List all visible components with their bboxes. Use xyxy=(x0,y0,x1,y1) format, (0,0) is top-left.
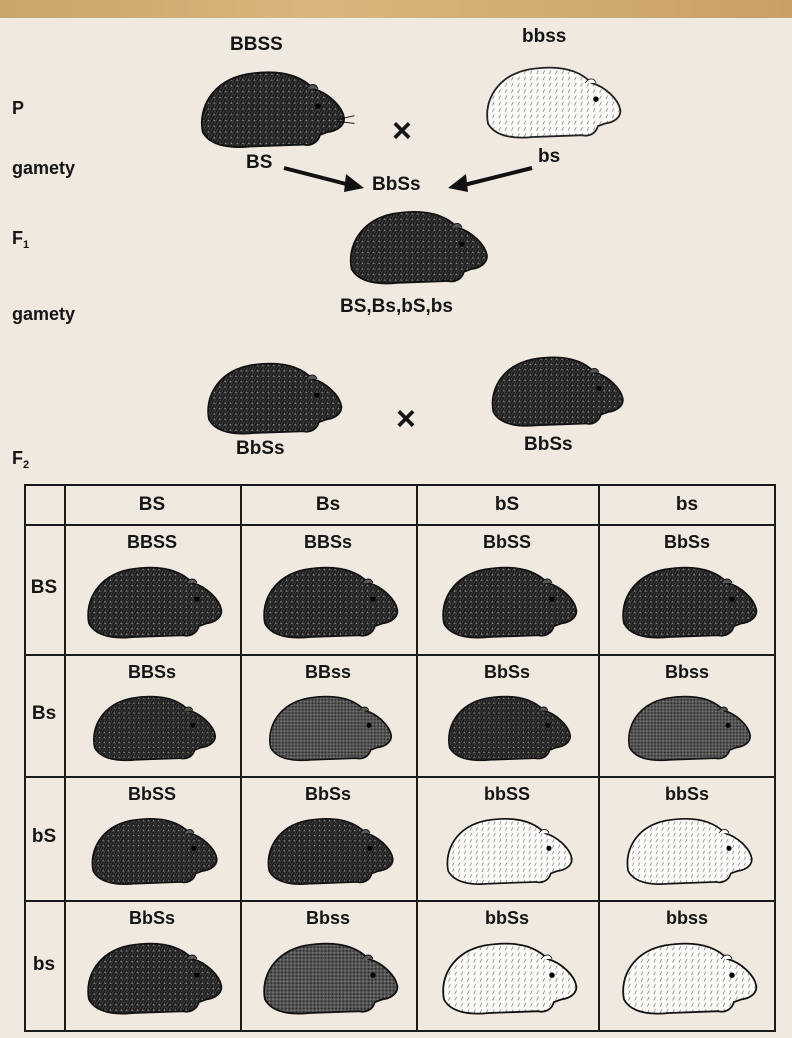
f2-left-genotype: BbSs xyxy=(236,438,285,460)
f2-left-hamster-icon xyxy=(192,352,352,442)
punnett-hamster-icon xyxy=(606,932,768,1022)
punnett-hamster-icon xyxy=(426,808,588,892)
parent-right-hamster-icon xyxy=(470,56,632,146)
punnett-hamster-icon xyxy=(606,556,768,646)
punnett-cell-genotype: Bbss xyxy=(240,908,416,929)
grid-hline xyxy=(24,484,776,486)
punnett-row-header: BS xyxy=(24,577,64,599)
grid-hline xyxy=(24,900,776,902)
label-p: P xyxy=(12,98,24,119)
punnett-row-header: Bs xyxy=(24,703,64,725)
punnett-row-header: bs xyxy=(24,954,64,976)
punnett-cell-genotype: BbSS xyxy=(416,532,598,553)
label-f2: F2 xyxy=(12,448,29,471)
grid-hline xyxy=(24,524,776,526)
punnett-hamster-icon xyxy=(72,932,232,1022)
punnett-column-header: BS xyxy=(64,494,240,516)
punnett-cell-genotype: bbSS xyxy=(416,784,598,805)
punnett-column-header: bS xyxy=(416,494,598,516)
gamete-left: BS xyxy=(246,152,272,174)
punnett-cell-genotype: BBSs xyxy=(64,662,240,683)
grid-vline xyxy=(64,484,66,1032)
top-band xyxy=(0,0,792,18)
punnett-hamster-icon xyxy=(426,686,588,768)
label-gamety-1: gamety xyxy=(12,158,75,179)
grid-vline xyxy=(774,484,776,1032)
punnett-hamster-icon xyxy=(426,932,588,1022)
punnett-hamster-icon xyxy=(248,686,408,768)
punnett-hamster-icon xyxy=(606,808,768,892)
gamete-right: bs xyxy=(538,146,560,168)
f2-cross-symbol: × xyxy=(396,402,416,436)
parents-cross-symbol: × xyxy=(392,114,412,148)
punnett-row-header: bS xyxy=(24,826,64,848)
punnett-cell-genotype: BbSs xyxy=(598,532,776,553)
punnett-hamster-icon xyxy=(426,556,588,646)
f1-genotype: BbSs xyxy=(372,174,421,196)
f2-right-hamster-icon xyxy=(474,346,636,434)
punnett-column-header: bs xyxy=(598,494,776,516)
grid-vline xyxy=(416,484,418,1032)
grid-hline xyxy=(24,1030,776,1032)
punnett-cell-genotype: Bbss xyxy=(598,662,776,683)
punnett-hamster-icon xyxy=(248,808,408,892)
punnett-hamster-icon xyxy=(72,808,232,892)
grid-vline xyxy=(24,484,26,1032)
punnett-cell-genotype: BBss xyxy=(240,662,416,683)
punnett-cell-genotype: bbss xyxy=(598,908,776,929)
parent-right-genotype: bbss xyxy=(522,26,566,48)
punnett-hamster-icon xyxy=(248,556,408,646)
punnett-cell-genotype: BbSs xyxy=(416,662,598,683)
grid-hline xyxy=(24,776,776,778)
parent-left-genotype: BBSS xyxy=(230,34,283,56)
label-f1: F1 xyxy=(12,228,29,251)
punnett-hamster-icon xyxy=(606,686,768,768)
label-gamety-2: gamety xyxy=(12,304,75,325)
punnett-cell-genotype: BBSs xyxy=(240,532,416,553)
f2-right-genotype: BbSs xyxy=(524,434,573,456)
punnett-hamster-icon xyxy=(248,932,408,1022)
punnett-hamster-icon xyxy=(72,686,232,768)
grid-hline xyxy=(24,654,776,656)
punnett-cell-genotype: BbSs xyxy=(240,784,416,805)
punnett-cell-genotype: bbSs xyxy=(598,784,776,805)
grid-vline xyxy=(598,484,600,1032)
punnett-column-header: Bs xyxy=(240,494,416,516)
f1-hamster-icon xyxy=(336,200,496,292)
grid-vline xyxy=(240,484,242,1032)
punnett-hamster-icon xyxy=(72,556,232,646)
punnett-cell-genotype: BBSS xyxy=(64,532,240,553)
punnett-cell-genotype: BbSs xyxy=(64,908,240,929)
punnett-cell-genotype: bbSs xyxy=(416,908,598,929)
parent-left-hamster-icon xyxy=(186,60,354,156)
punnett-cell-genotype: BbSS xyxy=(64,784,240,805)
f1-gametes: BS,Bs,bS,bs xyxy=(340,296,453,318)
